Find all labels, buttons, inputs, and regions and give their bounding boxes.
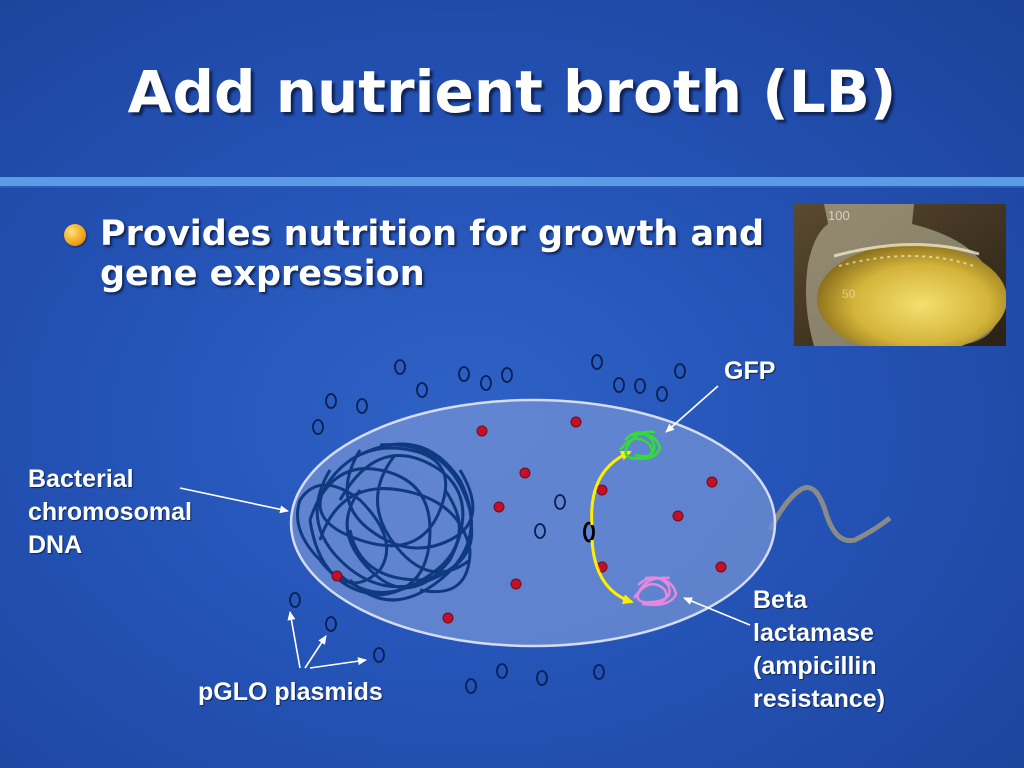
chromosome-pointer-arrow xyxy=(179,487,289,514)
plasmid xyxy=(289,592,301,608)
bullet-icon xyxy=(64,224,86,246)
red-dot xyxy=(672,510,684,522)
lb-broth-photo: 100 50 xyxy=(794,204,1006,346)
plasmid xyxy=(325,393,337,409)
red-dot xyxy=(570,416,582,428)
red-dot xyxy=(519,467,531,479)
red-dot xyxy=(706,476,718,488)
gfp-label: GFP xyxy=(724,357,776,385)
beta-lactamase-label-line-2: lactamase xyxy=(753,619,874,647)
title-divider xyxy=(0,177,1024,186)
gfp-pointer-arrow xyxy=(665,385,719,433)
plasmid xyxy=(465,678,477,694)
bullet-text: Provides nutrition for growth and gene e… xyxy=(100,214,780,294)
plasmid xyxy=(501,367,513,383)
title-divider-shadow xyxy=(0,186,1024,188)
plasmid xyxy=(356,398,368,414)
plasmid xyxy=(554,494,566,510)
plasmid-pointer-arrow-3 xyxy=(309,657,367,669)
flagellum xyxy=(767,485,892,544)
red-dot xyxy=(331,570,343,582)
plasmid xyxy=(634,378,646,394)
plasmid xyxy=(416,382,428,398)
plasmid xyxy=(394,359,406,375)
plasmid xyxy=(373,647,385,663)
gfp-protein xyxy=(619,430,662,461)
plasmids-label: pGLO plasmids xyxy=(198,678,383,706)
red-dot xyxy=(596,484,608,496)
plasmid xyxy=(496,663,508,679)
beta-lactamase-label: Beta lactamase (ampicillin resistance) xyxy=(753,584,885,716)
plasmid xyxy=(458,366,470,382)
red-dot xyxy=(493,501,505,513)
beta-lactamase-label-line-3: (ampicillin xyxy=(753,652,877,680)
bla-expression-arrow xyxy=(590,539,634,604)
plasmid xyxy=(591,354,603,370)
beta-lactamase-protein xyxy=(632,576,678,607)
plasmid xyxy=(536,670,548,686)
bla-pointer-arrow xyxy=(683,597,751,626)
plasmid xyxy=(656,386,668,402)
chromosome-label-line-1: Bacterial xyxy=(28,465,134,493)
plasmid-pointer-arrow-2 xyxy=(304,635,327,669)
chromosome-label-line-2: chromosomal xyxy=(28,498,192,526)
bullet-line-1: Provides nutrition for growth and xyxy=(100,214,765,254)
pglo-plasmid-in-cell xyxy=(583,521,595,543)
flask-mark-50: 50 xyxy=(842,287,856,301)
bullet-line-2: gene expression xyxy=(100,254,425,294)
red-dots xyxy=(331,416,727,624)
plasmid xyxy=(480,375,492,391)
gfp-expression-arrow xyxy=(590,450,632,526)
plasmids xyxy=(289,354,686,694)
slide-title: Add nutrient broth (LB) xyxy=(127,58,897,126)
flask-mark-100: 100 xyxy=(828,208,850,223)
plasmid xyxy=(593,664,605,680)
plasmid xyxy=(613,377,625,393)
red-dot xyxy=(476,425,488,437)
beta-lactamase-label-line-4: resistance) xyxy=(753,685,886,713)
plasmid xyxy=(674,363,686,379)
chromosomal-dna xyxy=(296,442,475,602)
chromosome-label: Bacterial chromosomal DNA xyxy=(28,463,192,562)
beta-lactamase-label-line-1: Beta xyxy=(753,586,808,614)
red-dot xyxy=(510,578,522,590)
chromosome-label-line-3: DNA xyxy=(28,531,83,559)
plasmid xyxy=(325,616,337,632)
plasmid-pointer-arrow-1 xyxy=(287,611,301,669)
red-dot xyxy=(442,612,454,624)
plasmid xyxy=(534,523,546,539)
plasmid xyxy=(312,419,324,435)
red-dot xyxy=(715,561,727,573)
